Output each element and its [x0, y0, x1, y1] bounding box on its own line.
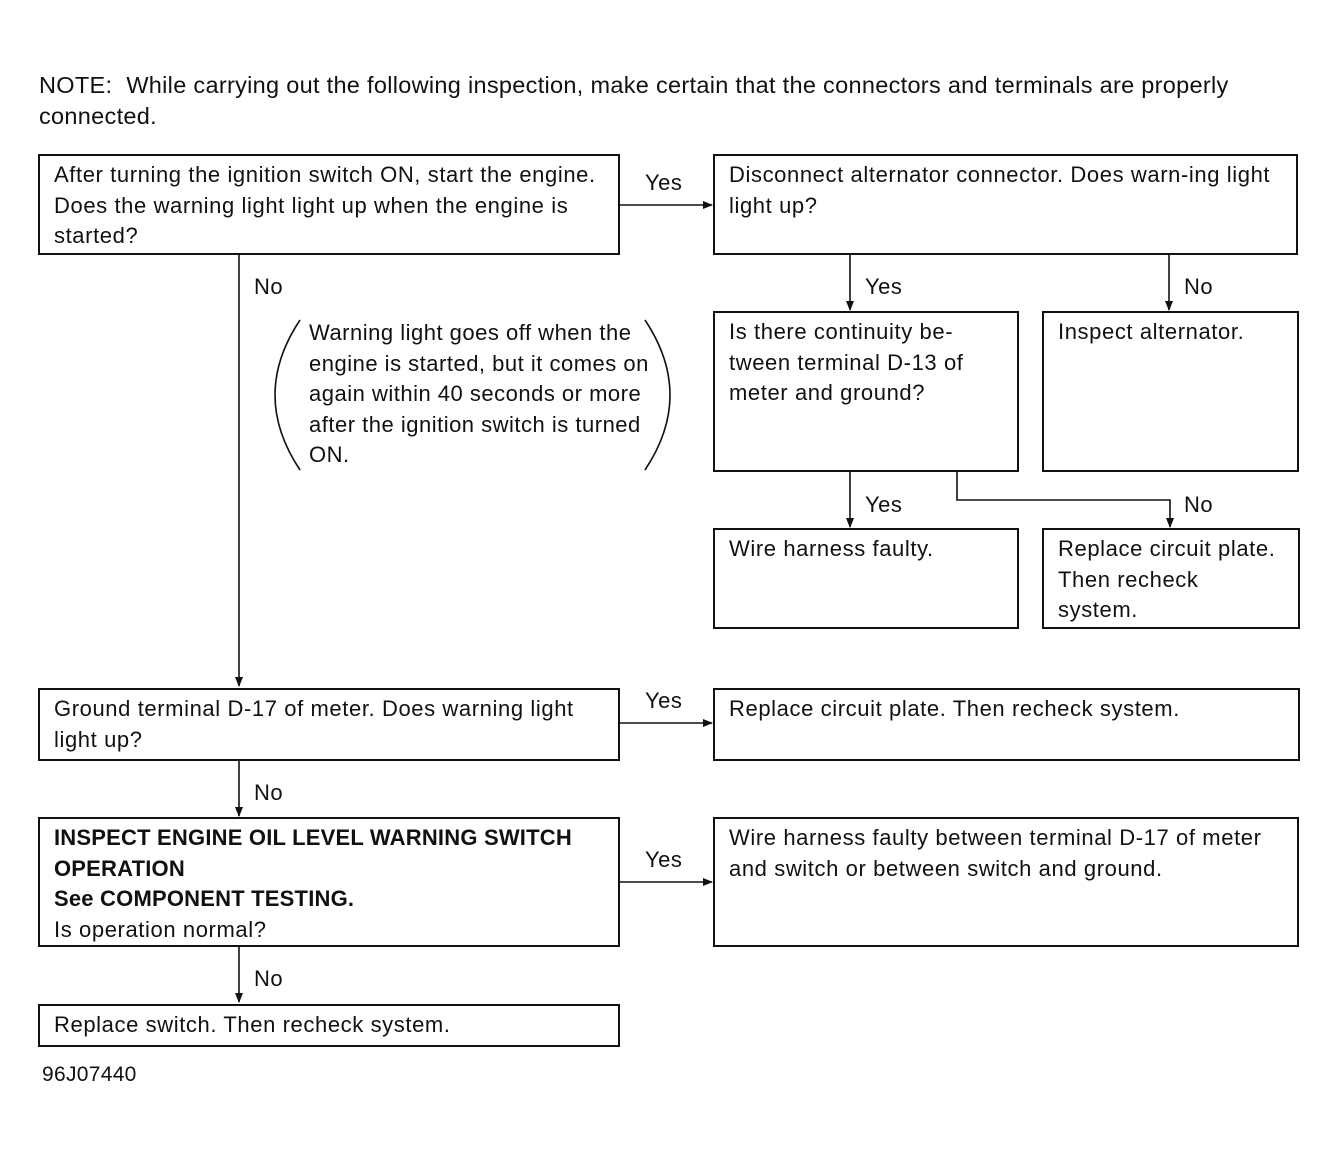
operation-normal-question: Is operation normal? — [54, 916, 267, 942]
replace-circuit-plate-text-1: Replace circuit plate. Then recheck syst… — [1058, 536, 1276, 622]
inspect-alternator-box: Inspect alternator. — [1042, 311, 1299, 472]
warning-light-condition-note: Warning light goes off when the engine i… — [309, 320, 649, 467]
replace-switch-text: Replace switch. Then recheck system. — [54, 1012, 451, 1037]
start-question-text: After turning the ignition switch ON, st… — [54, 162, 596, 248]
label-ground-yes: Yes — [645, 688, 683, 713]
label-oil-yes: Yes — [645, 847, 683, 872]
start-question-box: After turning the ignition switch ON, st… — [38, 154, 620, 255]
wire-harness-faulty-text: Wire harness faulty. — [729, 536, 934, 561]
continuity-question-text: Is there continuity be-tween terminal D-… — [729, 319, 964, 405]
inspect-oil-switch-title: INSPECT ENGINE OIL LEVEL WARNING SWITCH … — [54, 825, 572, 881]
disconnect-question-text: Disconnect alternator connector. Does wa… — [729, 162, 1271, 218]
component-testing-reference: See COMPONENT TESTING. — [54, 886, 355, 911]
figure-id: 96J07440 — [42, 1063, 137, 1086]
label-start-no: No — [254, 274, 284, 299]
inspection-note: NOTE:While carrying out the following in… — [39, 70, 1309, 132]
wire-harness-faulty-box: Wire harness faulty. — [713, 528, 1019, 629]
continuity-question-box: Is there continuity be-tween terminal D-… — [713, 311, 1019, 472]
replace-circuit-plate-box-1: Replace circuit plate. Then recheck syst… — [1042, 528, 1300, 629]
note-text: While carrying out the following inspect… — [39, 72, 1229, 129]
label-start-yes: Yes — [645, 170, 683, 195]
ground-d17-question-text: Ground terminal D-17 of meter. Does warn… — [54, 696, 574, 752]
replace-circuit-plate-text-2: Replace circuit plate. Then recheck syst… — [729, 696, 1180, 721]
label-ground-no: No — [254, 780, 284, 805]
label-disconnect-yes: Yes — [865, 274, 903, 299]
left-parenthesis — [274, 319, 301, 471]
inspect-alternator-text: Inspect alternator. — [1058, 319, 1245, 344]
inspect-oil-switch-box: INSPECT ENGINE OIL LEVEL WARNING SWITCH … — [38, 817, 620, 947]
arrow-continuity-no — [956, 471, 1174, 528]
wire-harness-d17-box: Wire harness faulty between terminal D-1… — [713, 817, 1299, 947]
label-oil-no: No — [254, 966, 284, 991]
replace-switch-box: Replace switch. Then recheck system. — [38, 1004, 620, 1047]
label-continuity-yes: Yes — [865, 492, 903, 517]
note-label: NOTE: — [39, 72, 113, 98]
right-parenthesis — [644, 319, 671, 471]
ground-d17-question-box: Ground terminal D-17 of meter. Does warn… — [38, 688, 620, 761]
replace-circuit-plate-box-2: Replace circuit plate. Then recheck syst… — [713, 688, 1300, 761]
label-continuity-no: No — [1184, 492, 1214, 517]
wire-harness-d17-text: Wire harness faulty between terminal D-1… — [729, 825, 1262, 881]
label-disconnect-no: No — [1184, 274, 1214, 299]
disconnect-question-box: Disconnect alternator connector. Does wa… — [713, 154, 1298, 255]
